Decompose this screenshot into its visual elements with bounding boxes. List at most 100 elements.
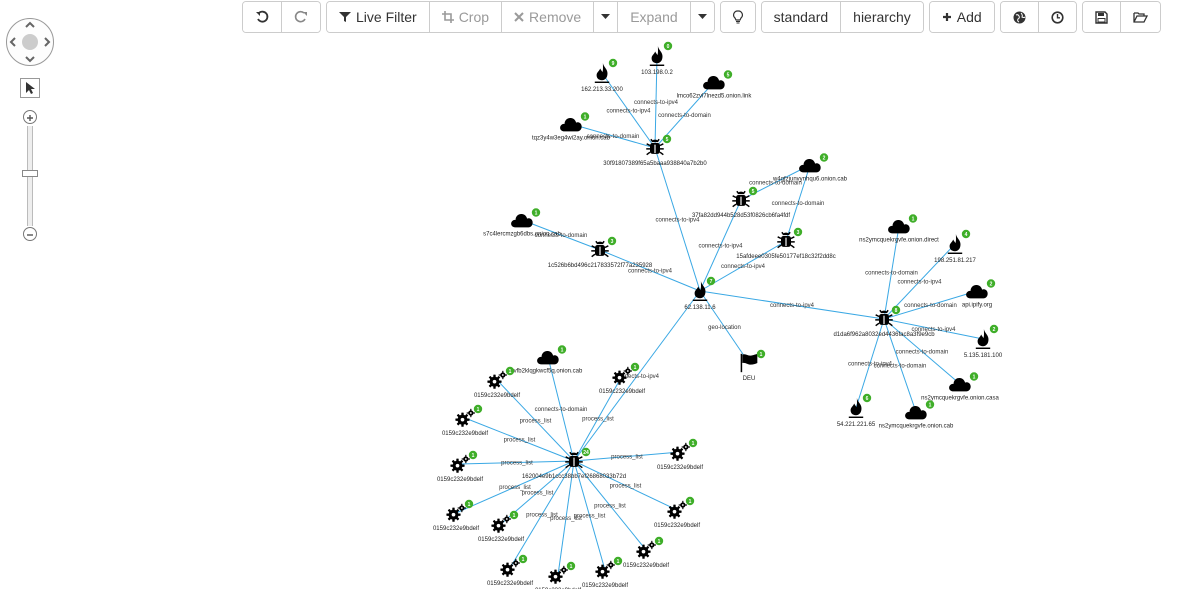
edge-label: process_list [526,513,558,519]
graph-node-flame[interactable]: 25.135.181.100 [964,324,1003,359]
edge-n_ip162-n_bug30[interactable] [601,72,656,149]
live-filter-button[interactable]: Live Filter [327,2,430,32]
pan-left-icon[interactable] [9,37,16,47]
edge-n_bug37-n_ip62[interactable] [699,199,742,292]
edge-n_bugd1-n_ns2cab[interactable] [883,318,917,413]
edge-n_g3-n_bug16[interactable] [464,417,575,462]
edge-n_ip62-n_deu[interactable] [699,290,750,364]
edge-n_bugd1-n_ns2casa[interactable] [883,318,961,385]
node-count-badge-text: 2 [993,327,996,333]
expand-button[interactable]: Expand [618,2,691,32]
edge-n_ip62-n_bug16[interactable] [573,290,701,462]
timeline-button[interactable] [1038,2,1076,32]
pan-right-icon[interactable] [44,37,51,47]
edge-n_bugd1-n_ip54[interactable] [855,318,885,409]
edge-n_w4g-n_bug15[interactable] [785,164,811,242]
edge-n_ipify-n_bugd1[interactable] [883,290,978,320]
edge-n_ns2d-n_bugd1[interactable] [883,225,900,320]
redo-button[interactable] [282,2,320,32]
expand-dropdown-button[interactable] [690,2,714,32]
edge-n_g5-n_bug16[interactable] [573,451,681,462]
edge-n_g9-n_bug16[interactable] [573,460,647,551]
layout-hierarchy-button[interactable]: hierarchy [841,2,923,32]
geo-view-button[interactable] [1000,2,1039,32]
zoom-out-button[interactable] [23,227,37,241]
edge-label: process_list [522,491,554,497]
hint-button[interactable] [720,2,755,32]
edge-n_bug30-n_ip62[interactable] [654,147,701,292]
edge-n_g11-n_bug16[interactable] [557,460,575,576]
add-button[interactable]: Add [929,2,994,32]
edge-n_tqz-n_bug30[interactable] [570,123,656,149]
process-gears-icon [500,558,520,577]
edge-n_vfb-n_bug16[interactable] [547,356,575,462]
node-label: 0159c232e9bdelf [433,526,479,532]
pan-down-icon[interactable] [25,56,35,63]
edge-n_bugd1-n_ip5[interactable] [883,318,984,340]
select-tool-button[interactable] [20,78,40,98]
edge-n_g4-n_bug16[interactable] [459,460,575,465]
zoom-slider-handle[interactable] [22,170,38,177]
undo-button[interactable] [243,2,282,32]
pan-up-icon[interactable] [25,21,35,28]
edge-n_g12-n_bug16[interactable] [573,460,606,571]
edge-n_g10-n_bug16[interactable] [509,460,575,569]
graph-node-flame[interactable]: 654.221.221.65 [837,393,876,428]
edge-n_ip103-n_bug30[interactable] [654,55,658,149]
edge-n_g1-n_bug16[interactable] [496,379,575,462]
remove-button[interactable]: Remove [502,2,595,32]
remove-dropdown-button[interactable] [594,2,619,32]
edge-label: process_list [504,438,536,444]
zoom-in-button[interactable] [23,110,37,124]
save-button[interactable] [1082,2,1121,32]
process-gears-icon [455,408,475,427]
open-button[interactable] [1120,2,1160,32]
edge-n_g6-n_bug16[interactable] [455,460,575,514]
edge-n_g7-n_bug16[interactable] [573,460,678,511]
edge-n_ip62-n_bugd1[interactable] [699,290,885,320]
edge-n_bug1c-n_ip62[interactable] [599,249,701,292]
node-label: api.ipify.org [962,303,992,309]
edge-n_s7c-n_bug1c[interactable] [521,219,601,251]
edge-label: connects-to-ipv4 [628,269,673,275]
pan-control[interactable] [6,18,54,66]
pan-center-button[interactable] [22,34,38,50]
graph-node-flame[interactable]: 762.138.11.6 [684,276,716,311]
edge-n_g2-n_bug16[interactable] [573,375,623,462]
layout-standard-button[interactable]: standard [761,2,842,32]
crop-button[interactable]: Crop [429,2,503,32]
node-count-badge-text: 8 [895,308,898,314]
